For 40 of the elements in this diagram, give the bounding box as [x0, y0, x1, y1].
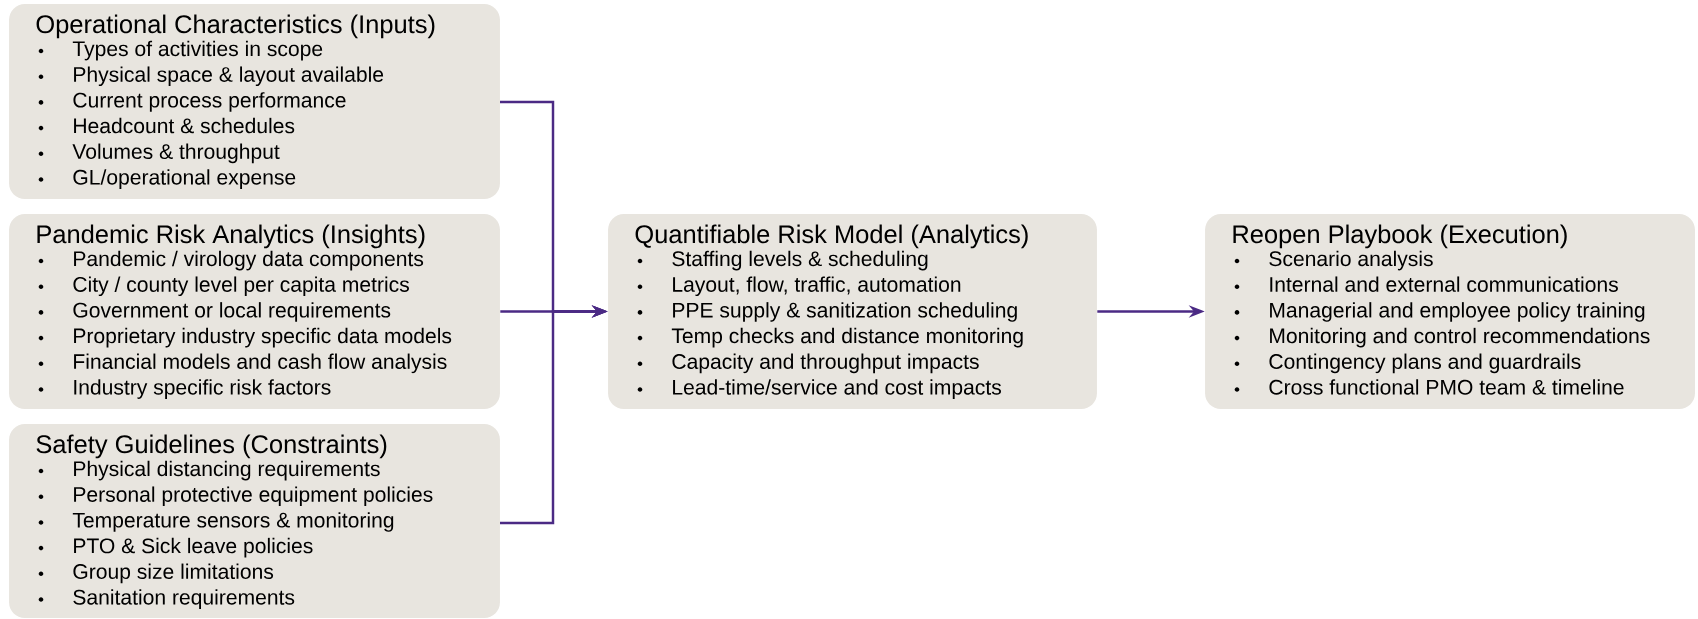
process-box: [9, 4, 500, 199]
bullet-item: PTO & Sick leave policies: [74, 537, 313, 558]
bullet-item: Types of activities in scope: [72, 40, 323, 61]
bullet-item: Lead-time/service and cost impacts: [673, 379, 1001, 399]
bullet-item: Physical space & layout available: [74, 66, 384, 87]
bullet-item: Current process performance: [73, 92, 346, 112]
process-box: [608, 214, 1097, 409]
bullet-item: Financial models and cash flow analysis: [74, 353, 447, 374]
process-box: [9, 214, 500, 409]
bullet-item: Personal protective equipment policies: [74, 486, 433, 507]
box-heading: Pandemic Risk Analytics (Insights): [37, 224, 425, 249]
process-box: [1205, 214, 1695, 409]
bullet-item: Temp checks and distance monitoring: [671, 327, 1023, 348]
bullet-item: Sanitation requirements: [73, 589, 295, 609]
bullet-item: Cross functional PMO team & timeline: [1269, 379, 1624, 395]
bullet-item: Volumes & throughput: [72, 143, 280, 164]
bullet-item: Physical distancing requirements: [74, 460, 380, 481]
bullet-item: Layout, flow, traffic, automation: [673, 276, 961, 297]
box-heading: Operational Characteristics (Inputs): [36, 14, 435, 39]
bullet-item: Pandemic / virology data components: [74, 250, 424, 271]
bullet-item: Capacity and throughput impacts: [672, 353, 979, 374]
bullet-item: Group size limitations: [73, 563, 274, 584]
bullet-item: PPE supply & sanitization scheduling: [673, 302, 1017, 322]
box-heading: Reopen Playbook (Execution): [1233, 224, 1567, 249]
bullet-item: Headcount & schedules: [74, 117, 295, 134]
bullet-item: Staffing levels & scheduling: [672, 250, 928, 271]
process-box: [9, 424, 500, 618]
bullet-item: Scenario analysis: [1269, 250, 1433, 271]
bullet-item: Managerial and employee policy training: [1270, 302, 1645, 322]
bullet-item: Monitoring and control recommendations: [1270, 327, 1650, 348]
bullet-item: Contingency plans and guardrails: [1269, 353, 1581, 374]
bullet-item: Proprietary industry specific data models: [74, 327, 452, 348]
bullet-item: City / county level per capita metrics: [73, 276, 409, 297]
bullet-item: Industry specific risk factors: [74, 379, 331, 399]
bullet-item: GL/operational expense: [73, 169, 296, 189]
bullet-item: Government or local requirements: [73, 302, 391, 322]
box-heading: Quantifiable Risk Model (Analytics): [635, 224, 1028, 249]
bullet-item: Internal and external communications: [1270, 276, 1618, 292]
bullet-item: Temperature sensors & monitoring: [72, 512, 394, 532]
box-heading: Safety Guidelines (Constraints): [36, 434, 387, 459]
